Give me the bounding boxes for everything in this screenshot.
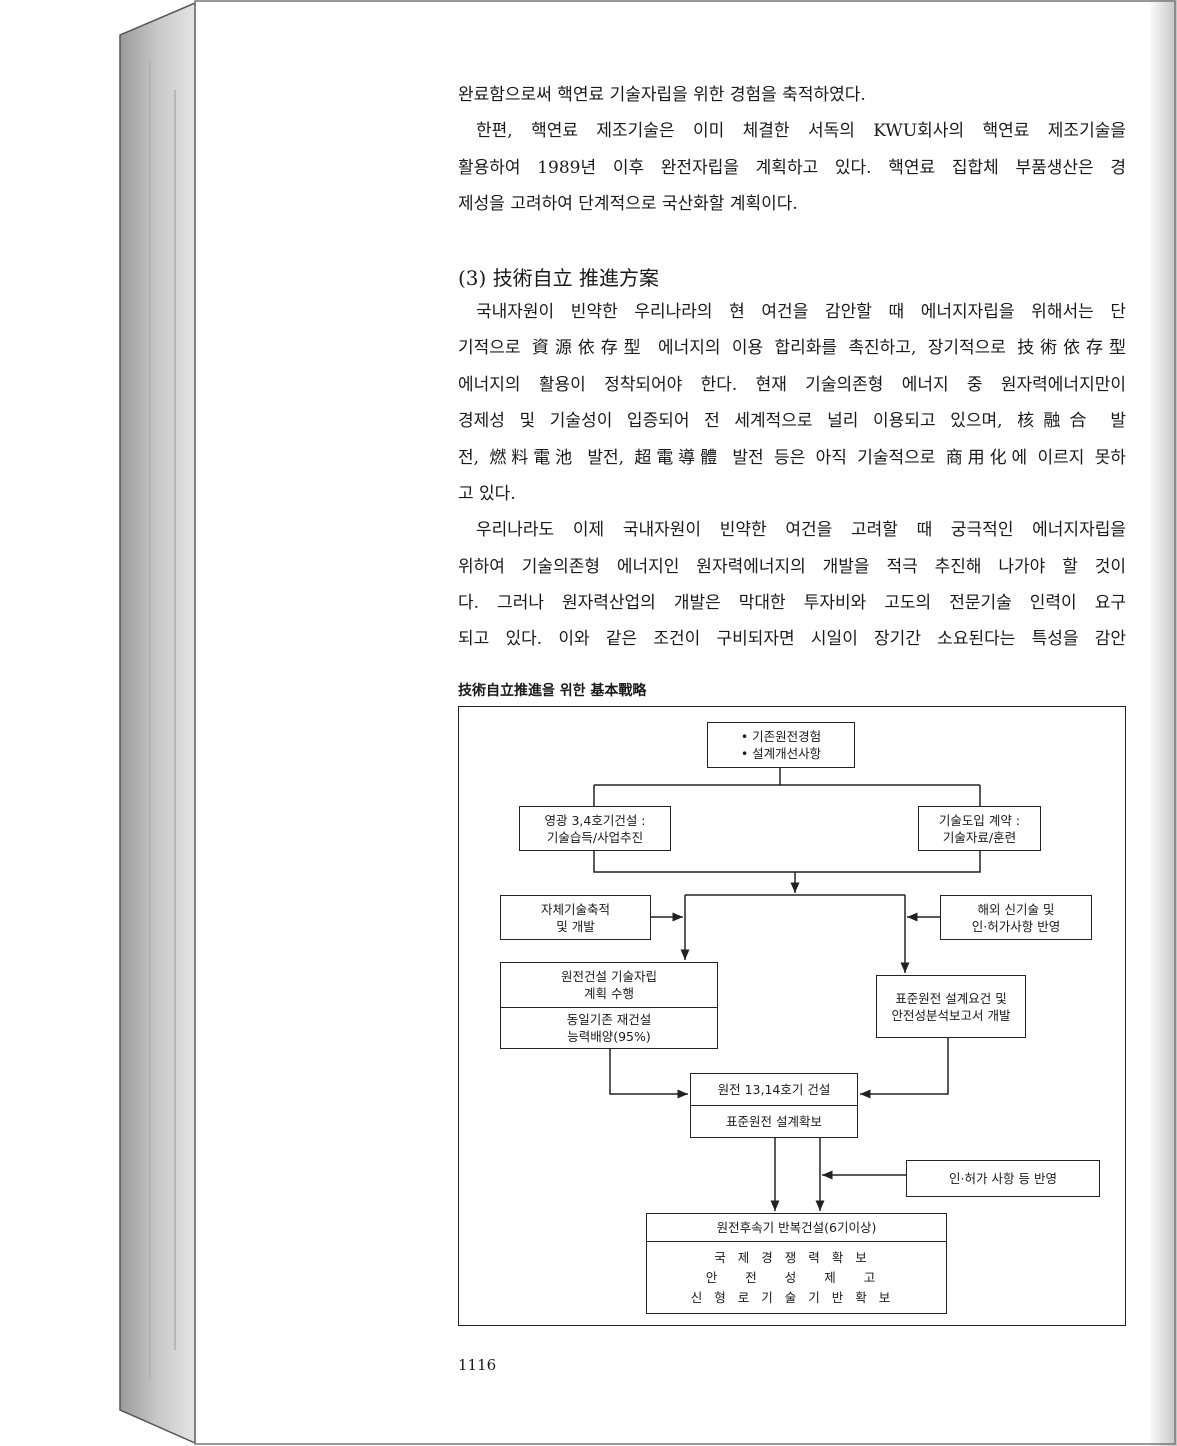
box-text: 신형로기술기반확보 (690, 1289, 903, 1305)
box-text: 인·허가사항 반영 (971, 918, 1061, 934)
box-existing-experience: • 기존원전경험 • 설계개선사항 (707, 722, 855, 768)
box-text: 원전건설 기술자립 (561, 969, 657, 984)
body-text-line: 기적으로 資源依存型 에너지의 이용 합리화를 촉진하고, 장기적으로 技術依存… (458, 338, 1126, 358)
body-text-line: 한편, 핵연료 제조기술은 이미 체결한 서독의 KWU회사의 핵연료 제조기술… (476, 121, 1126, 141)
box-yonggwang: 영광 3,4호기건설 : 기술습득/사업추진 (519, 806, 671, 851)
box-text: 해외 신기술 및 (977, 901, 1055, 917)
box-text: 계획 수행 (584, 986, 634, 1001)
box-text: 원전후속기 반복건설(6기이상) (716, 1220, 877, 1235)
figure-caption: 技術自立推進을 위한 基本戰略 (458, 683, 647, 699)
figure-frame (458, 706, 1126, 1326)
box-text: 기술도입 계약 : (938, 812, 1021, 828)
box-text: 영광 3,4호기건설 : (544, 812, 646, 828)
body-text-line: 활용하여 1989년 이후 완전자립을 계획하고 있다. 핵연료 집합체 부품생… (458, 158, 1126, 178)
section-heading: (3) 技術自立 推進方案 (458, 266, 660, 290)
box-text: 국제경쟁력확보 (714, 1249, 879, 1265)
body-text-line: 에너지의 활용이 정착되어야 한다. 현재 기술의존형 에너지 중 원자력에너지… (458, 375, 1126, 395)
body-text-line: 국내자원이 빈약한 우리나라의 현 여건을 감안할 때 에너지자립을 위해서는 … (476, 302, 1126, 322)
box-text: 안 전 성 제 고 (705, 1269, 888, 1285)
body-text-line: 우리나라도 이제 국내자원이 빈약한 여건을 고려할 때 궁극적인 에너지자립을 (476, 520, 1126, 540)
body-text-line: 고 있다. (458, 484, 516, 504)
box-units-13-14: 원전 13,14호기 건설 표준원전 설계확보 (690, 1073, 858, 1138)
box-tech-import: 기술도입 계약 : 기술자료/훈련 (918, 806, 1041, 851)
box-licensing: 인·허가 사항 등 반영 (906, 1160, 1100, 1197)
box-text: 표준원전 설계요건 및 (895, 990, 1007, 1006)
body-text-line: 전, 燃料電池 발전, 超電導體 발전 등은 아직 기술적으로 商用化에 이르지… (458, 448, 1126, 468)
body-text-line: 제성을 고려하여 단계적으로 국산화할 계획이다. (458, 194, 798, 214)
box-text: • 기존원전경험 (740, 729, 822, 744)
box-self-tech: 자체기술축적 및 개발 (500, 895, 651, 940)
box-text: 기술자료/훈련 (942, 829, 1017, 845)
box-text: • 설계개선사항 (740, 746, 822, 761)
box-construction-plan: 원전건설 기술자립 계획 수행 동일기존 재건설 능력배양(95%) (500, 962, 718, 1049)
box-text: 자체기술축적 (540, 901, 610, 917)
body-text-line: 되고 있다. 이와 같은 조건이 구비되자면 시일이 장기간 소요된다는 특성을… (458, 629, 1126, 649)
body-text-line: 경제성 및 기술성이 입증되어 전 세계적으로 널리 이용되고 있으며, 核融合… (458, 411, 1126, 431)
box-text: 및 개발 (556, 918, 595, 934)
body-text-line: 다. 그러나 원자력산업의 개발은 막대한 투자비와 고도의 전문기술 인력이 … (458, 593, 1126, 613)
box-text: 인·허가 사항 등 반영 (949, 1171, 1057, 1186)
body-text-line: 완료함으로써 핵연료 기술자립을 위한 경험을 축적하였다. (458, 85, 866, 105)
box-text: 능력배양(95%) (567, 1029, 651, 1044)
box-followup-construction: 원전후속기 반복건설(6기이상) 국제경쟁력확보 안 전 성 제 고 신형로기술… (646, 1213, 947, 1314)
box-text: 원전 13,14호기 건설 (717, 1082, 831, 1097)
body-text-line: 위하여 기술의존형 에너지인 원자력에너지의 개발을 적극 추진해 나가야 할 … (458, 557, 1126, 577)
box-text: 기술습득/사업추진 (546, 829, 644, 845)
box-text: 동일기존 재건설 (566, 1012, 652, 1027)
box-text: 표준원전 설계확보 (726, 1114, 822, 1129)
box-text: 안전성분석보고서 개발 (891, 1007, 1011, 1023)
box-overseas: 해외 신기술 및 인·허가사항 반영 (940, 895, 1092, 940)
box-standard-requirements: 표준원전 설계요건 및 안전성분석보고서 개발 (876, 975, 1026, 1038)
page-number: 1116 (458, 1356, 497, 1374)
